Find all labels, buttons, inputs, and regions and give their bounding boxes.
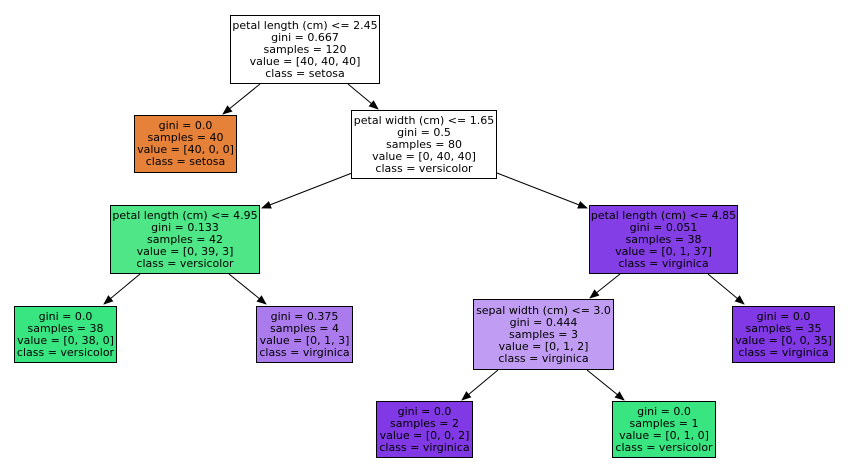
node-gini: gini = 0.375 [270,309,339,323]
node-gini: gini = 0.0 [158,119,213,132]
edge-petal-width-to-left-split [261,172,353,209]
node-split-condition: petal length (cm) <= 4.85 [590,208,737,222]
node-value: value = [0, 1, 0] [619,428,709,442]
node-class: class = setosa [145,155,226,168]
node-class: class = virginica [618,256,709,270]
edge-sepal-split-to-versicolor-leaf [586,369,625,401]
node-sepal-width-split: sepal width (cm) <= 3.0 gini = 0.444 sam… [473,299,614,370]
node-class: class = virginica [379,440,470,454]
node-value: value = [40, 0, 0] [137,143,234,156]
node-gini: gini = 0.5 [397,125,451,139]
node-gini: gini = 0.444 [509,315,578,329]
node-root: petal length (cm) <= 2.45 gini = 0.667 s… [230,15,380,84]
node-samples: samples = 120 [263,42,347,56]
node-class: class = virginica [738,345,829,359]
node-samples: samples = 40 [147,131,224,144]
edge-sepal-split-to-virginica-leaf [461,369,499,401]
node-samples: samples = 3 [509,327,578,341]
node-value: value = [0, 38, 0] [17,333,114,347]
node-samples: samples = 2 [390,416,459,430]
node-gini: gini = 0.0 [397,404,452,418]
node-value: value = [0, 0, 2] [379,428,470,442]
node-samples: samples = 42 [147,232,223,246]
node-class: class = versicolor [16,345,115,359]
node-petal-length-right-split: petal length (cm) <= 4.85 gini = 0.051 s… [589,205,738,274]
node-gini: gini = 0.051 [629,220,698,234]
node-class: class = virginica [259,345,350,359]
node-samples: samples = 38 [625,232,702,246]
node-samples: samples = 1 [629,416,699,430]
node-value: value = [40, 40, 40] [249,54,361,68]
node-samples: samples = 35 [745,321,822,335]
node-split-condition: sepal width (cm) <= 3.0 [476,303,611,317]
edge-left-split-to-versicolor-leaf [103,273,141,305]
edge-left-split-to-gini-0375-leaf [228,273,267,305]
node-versicolor-leaf-38: gini = 0.0 samples = 38 value = [0, 38, … [14,306,117,363]
node-value: value = [0, 39, 3] [136,244,234,258]
node-class: class = virginica [498,351,589,365]
node-value: value = [0, 0, 35] [735,333,832,347]
node-value: value = [0, 1, 3] [259,333,350,347]
node-class: class = setosa [265,66,345,80]
node-versicolor-leaf-1: gini = 0.0 samples = 1 value = [0, 1, 0]… [612,401,716,458]
node-gini: gini = 0.667 [271,30,339,44]
node-samples: samples = 38 [27,321,104,335]
node-gini: gini = 0.133 [151,220,219,234]
edge-root-to-setosa-leaf [222,83,261,115]
edge-right-split-to-sepal-split [589,273,621,299]
node-gini: gini = 0.0 [756,309,811,323]
node-virginica-leaf-2: gini = 0.0 samples = 2 value = [0, 0, 2]… [376,401,473,458]
node-virginica-leaf-35: gini = 0.0 samples = 35 value = [0, 0, 3… [732,306,835,363]
node-virginica-leaf-4: gini = 0.375 samples = 4 value = [0, 1, … [256,306,353,363]
node-setosa-leaf: gini = 0.0 samples = 40 value = [40, 0, … [134,115,237,173]
node-petal-length-left-split: petal length (cm) <= 4.95 gini = 0.133 s… [110,205,260,274]
node-split-condition: petal length (cm) <= 2.45 [232,18,378,32]
node-split-condition: petal length (cm) <= 4.95 [112,208,258,222]
node-petal-width-split: petal width (cm) <= 1.65 gini = 0.5 samp… [351,110,497,179]
node-value: value = [0, 40, 40] [372,149,476,163]
node-gini: gini = 0.0 [38,309,93,323]
node-samples: samples = 4 [270,321,339,335]
node-class: class = versicolor [375,161,473,175]
node-value: value = [0, 1, 2] [498,339,589,353]
node-value: value = [0, 1, 37] [615,244,712,258]
node-class: class = versicolor [615,440,713,454]
node-class: class = versicolor [136,256,234,270]
node-samples: samples = 80 [386,137,462,151]
node-gini: gini = 0.0 [637,404,691,418]
edge-petal-width-to-right-split [496,172,588,209]
edge-root-to-petal-width-split [347,83,379,110]
node-split-condition: petal width (cm) <= 1.65 [353,113,495,127]
edge-right-split-to-virginica-leaf [707,273,745,305]
